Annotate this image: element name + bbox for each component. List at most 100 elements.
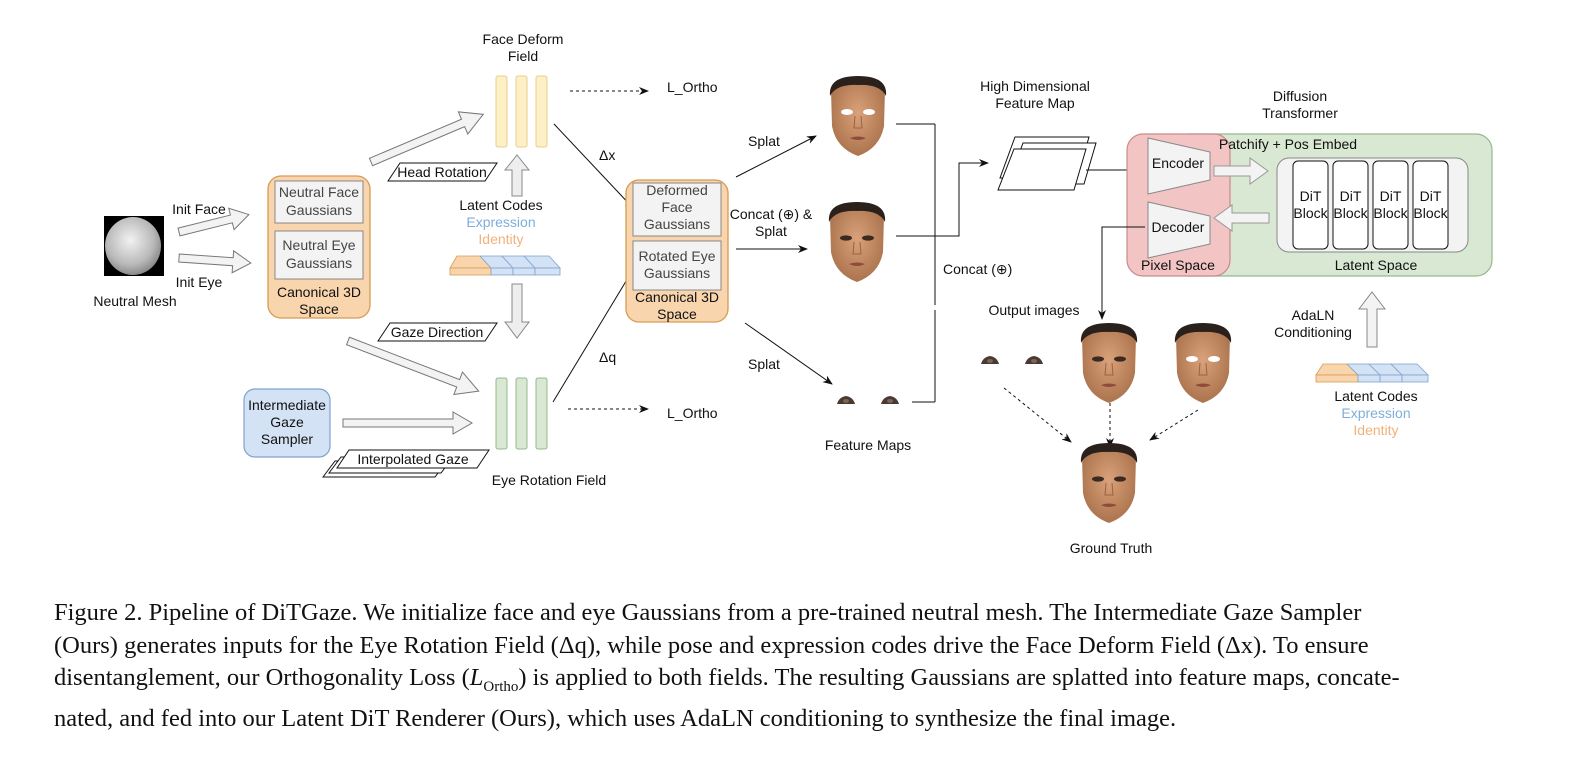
deformed-face-label-3: Gaussians — [644, 216, 710, 232]
head-rotation-label: Head Rotation — [397, 164, 487, 180]
neutral-face-label-1: Neutral Face — [279, 184, 359, 200]
latent-codes-right-identity: Identity — [1353, 422, 1398, 438]
interpolated-gaze-label: Interpolated Gaze — [357, 451, 469, 467]
dit-block-label: DiT — [1380, 188, 1402, 204]
caption-l-symbol: L — [469, 664, 484, 691]
adaln-label-1: AdaLN — [1292, 307, 1335, 323]
decoder-block: Decoder — [1147, 201, 1211, 259]
latent-codes-right-expression: Expression — [1341, 405, 1410, 421]
neutral-mesh — [104, 216, 164, 276]
feature-maps-label: Feature Maps — [825, 437, 911, 453]
face-deform-title-1: Face Deform — [483, 31, 564, 47]
delta-x-label: Δx — [599, 147, 615, 163]
encoder-label: Encoder — [1152, 155, 1204, 171]
deformed-face-label-1: Deformed — [646, 182, 707, 198]
caption-line-2: (Ours) generates inputs for the Eye Rota… — [54, 631, 1369, 659]
eye-rotation-field — [495, 377, 548, 450]
dit-block-label: Block — [1373, 205, 1408, 221]
latent-codes-expression: Expression — [466, 214, 535, 230]
delta-q-label: Δq — [599, 349, 616, 365]
init-face-label: Init Face — [172, 201, 226, 217]
face-deform-field — [495, 75, 548, 148]
l-ortho-top-label: L_Ortho — [667, 79, 718, 95]
face-deform-title-2: Field — [508, 48, 538, 64]
face-render-white-eyes — [830, 76, 886, 156]
dit-block-label: Block — [1293, 205, 1328, 221]
caption-l-subscript: Ortho — [483, 678, 519, 695]
pipeline-diagram: Neutral Mesh Init Face Init Eye Neutral … — [93, 31, 1493, 556]
sampler-label-3: Sampler — [261, 431, 313, 447]
canonical-left-title-2: Space — [299, 301, 339, 317]
sampler-arrow — [342, 411, 473, 435]
splat-top-arrow — [735, 135, 817, 178]
concat-splat-label-2: Splat — [755, 223, 787, 239]
latent-codes-identity: Identity — [478, 231, 523, 247]
latent-codes-title: Latent Codes — [459, 197, 542, 213]
encoder-block: Encoder — [1147, 137, 1211, 195]
adaln-label-2: Conditioning — [1274, 324, 1352, 340]
neutral-eye-label-2: Gaussians — [286, 255, 352, 271]
rotated-eye-label-2: Gaussians — [644, 265, 710, 281]
caption-line-3a: disentanglement, our Orthogonality Loss … — [54, 664, 470, 691]
output-face-full — [1080, 322, 1138, 404]
dit-block-label: DiT — [1420, 188, 1442, 204]
adaln-arrow — [1357, 291, 1387, 348]
latent-to-decoder-arrow — [1213, 204, 1270, 232]
latent-codes-right-title: Latent Codes — [1334, 388, 1417, 404]
neutral-eye-label-1: Neutral Eye — [282, 237, 355, 253]
dit-block-label: Block — [1333, 205, 1368, 221]
deformed-face-label-2: Face — [661, 199, 692, 215]
pixel-space-label: Pixel Space — [1141, 257, 1215, 273]
rotated-eye-label-1: Rotated Eye — [638, 248, 715, 264]
head-rotation-arrow — [368, 111, 485, 167]
figure-caption: Figure 2. Pipeline of DiTGaze. We initia… — [54, 597, 1540, 736]
latent-codes-vector-right — [1315, 363, 1429, 383]
delta-q-arrow — [552, 267, 635, 403]
caption-line-3: disentanglement, our Orthogonality Loss … — [54, 662, 1540, 703]
latent-to-eye-arrow — [504, 283, 530, 339]
ground-truth-face — [1080, 442, 1138, 524]
concat-label: Concat (⊕) — [943, 261, 1012, 277]
eye-rotation-title: Eye Rotation Field — [492, 472, 606, 488]
interpolated-gaze-tag: Interpolated Gaze — [322, 449, 490, 478]
gaze-direction-tag: Gaze Direction — [377, 322, 498, 342]
canonical-left-title-1: Canonical 3D — [277, 284, 361, 300]
gaze-direction-label: Gaze Direction — [391, 324, 484, 340]
high-dim-feature-map — [997, 136, 1097, 191]
decoder-label: Decoder — [1152, 219, 1205, 235]
head-rotation-tag: Head Rotation — [387, 162, 498, 182]
sampler-label-1: Intermediate — [248, 397, 326, 413]
canonical-mid-title-1: Canonical 3D — [635, 289, 719, 305]
neutral-face-label-2: Gaussians — [286, 202, 352, 218]
eye-feature-left — [837, 396, 855, 404]
high-dim-title-2: Feature Map — [995, 95, 1075, 111]
high-dim-title-1: High Dimensional — [980, 78, 1090, 94]
delta-x-arrow — [553, 123, 635, 210]
init-eye-arrow — [178, 249, 252, 274]
l-ortho-bottom-label: L_Ortho — [667, 405, 718, 421]
eye-feature-right — [881, 396, 899, 404]
diffusion-title-2: Transformer — [1262, 105, 1338, 121]
decoder-output-arrow — [1098, 226, 1145, 320]
dit-block-label: DiT — [1340, 188, 1362, 204]
concat-connector — [896, 123, 989, 403]
ground-truth-comparison-arrows — [1003, 387, 1199, 448]
latent-codes-vector — [449, 255, 561, 276]
latent-to-face-arrow — [503, 154, 531, 197]
splat-top-label: Splat — [748, 133, 780, 149]
canonical-space-left: Neutral Face Gaussians Neutral Eye Gauss… — [267, 175, 371, 319]
init-eye-label: Init Eye — [176, 274, 223, 290]
caption-line-4: nated, and fed into our Latent DiT Rende… — [54, 705, 1177, 733]
latent-space-label: Latent Space — [1335, 257, 1418, 273]
caption-line-3b: ) is applied to both fields. The resulti… — [518, 664, 1400, 691]
sampler-label-2: Gaze — [270, 414, 304, 430]
canonical-mid-title-2: Space — [657, 306, 697, 322]
neutral-mesh-label: Neutral Mesh — [93, 293, 176, 309]
diffusion-title-1: Diffusion — [1273, 88, 1327, 104]
output-face-white-eyes — [1175, 323, 1231, 403]
ground-truth-label: Ground Truth — [1070, 540, 1153, 556]
